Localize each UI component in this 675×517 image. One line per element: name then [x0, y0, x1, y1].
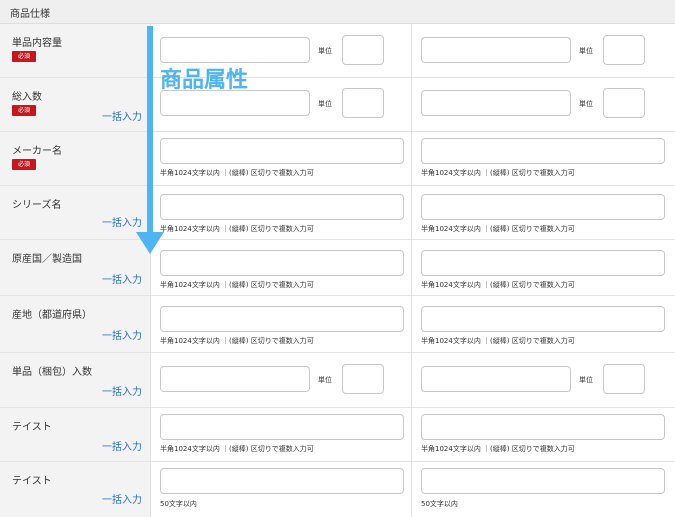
input-hint: 半角1024文字以内 ｜(縦棒) 区切りで複数入力可	[421, 281, 575, 289]
series-name-input-2[interactable]	[421, 194, 665, 220]
prefecture-input-2[interactable]	[421, 306, 665, 332]
spec-row-taste-1: テイスト 一括入力 半角1024文字以内 ｜(縦棒) 区切りで複数入力可 半角1…	[0, 408, 675, 462]
required-badge: 必須	[12, 159, 36, 170]
pack-quantity-unit-input-2[interactable]	[603, 364, 645, 394]
total-quantity-unit-input-1[interactable]	[342, 88, 384, 118]
unit-label: 単位	[318, 100, 332, 108]
input-hint: 50文字以内	[421, 500, 458, 508]
down-arrow-shaft	[147, 26, 153, 234]
taste-input-1[interactable]	[160, 414, 404, 440]
section-header: 商品仕様	[0, 0, 675, 24]
bulk-input-link[interactable]: 一括入力	[102, 218, 142, 229]
row-label: テイスト	[12, 476, 52, 487]
spec-row-country-of-origin: 原産国／製造国 一括入力 半角1024文字以内 ｜(縦棒) 区切りで複数入力可 …	[0, 240, 675, 296]
country-of-origin-input-1[interactable]	[160, 250, 404, 276]
total-quantity-value-input-1[interactable]	[160, 90, 310, 116]
unit-label: 単位	[318, 47, 332, 55]
input-hint: 半角1024文字以内 ｜(縦棒) 区切りで複数入力可	[160, 445, 314, 453]
row-label: 単品（梱包）入数	[12, 367, 92, 378]
row-label-cell: シリーズ名 一括入力	[0, 186, 151, 239]
maker-name-input-1[interactable]	[160, 138, 404, 164]
column-divider	[411, 240, 412, 295]
input-hint: 半角1024文字以内 ｜(縦棒) 区切りで複数入力可	[160, 281, 314, 289]
maker-name-input-2[interactable]	[421, 138, 665, 164]
row-label: シリーズ名	[12, 200, 62, 211]
row-label: 総入数	[12, 92, 42, 103]
unit-label: 単位	[579, 100, 593, 108]
column-divider	[411, 462, 412, 517]
product-attributes-annotation: 商品属性	[160, 68, 249, 93]
pack-quantity-value-input-2[interactable]	[421, 366, 571, 392]
required-badge: 必須	[12, 105, 36, 116]
row-label: 原産国／製造国	[12, 254, 82, 265]
bulk-input-link[interactable]: 一括入力	[102, 387, 142, 398]
unit-content-value-input-1[interactable]	[160, 37, 310, 63]
taste-input-2[interactable]	[421, 414, 665, 440]
input-hint: 半角1024文字以内 ｜(縦棒) 区切りで複数入力可	[160, 337, 314, 345]
bulk-input-link[interactable]: 一括入力	[102, 495, 142, 506]
prefecture-input-1[interactable]	[160, 306, 404, 332]
unit-label: 単位	[579, 47, 593, 55]
series-name-input-1[interactable]	[160, 194, 404, 220]
spec-row-pack-quantity: 単品（梱包）入数 一括入力 単位 単位	[0, 353, 675, 408]
total-quantity-unit-input-2[interactable]	[603, 88, 645, 118]
unit-content-unit-input-1[interactable]	[342, 35, 384, 65]
column-divider	[411, 132, 412, 185]
required-badge: 必須	[12, 51, 36, 62]
country-of-origin-input-2[interactable]	[421, 250, 665, 276]
column-divider	[411, 186, 412, 239]
spec-row-prefecture: 産地（都道府県） 一括入力 半角1024文字以内 ｜(縦棒) 区切りで複数入力可…	[0, 296, 675, 353]
row-label-cell: 単品（梱包）入数 一括入力	[0, 353, 151, 407]
total-quantity-value-input-2[interactable]	[421, 90, 571, 116]
row-label-cell: テイスト 一括入力	[0, 408, 151, 461]
input-hint: 半角1024文字以内 ｜(縦棒) 区切りで複数入力可	[421, 337, 575, 345]
spec-row-maker-name: メーカー名 必須 半角1024文字以内 ｜(縦棒) 区切りで複数入力可 半角10…	[0, 132, 675, 186]
column-divider	[411, 408, 412, 461]
spec-row-series-name: シリーズ名 一括入力 半角1024文字以内 ｜(縦棒) 区切りで複数入力可 半角…	[0, 186, 675, 240]
column-divider	[411, 296, 412, 352]
bulk-input-link[interactable]: 一括入力	[102, 112, 142, 123]
input-hint: 半角1024文字以内 ｜(縦棒) 区切りで複数入力可	[421, 445, 575, 453]
row-label-cell: テイスト 一括入力	[0, 462, 151, 517]
pack-quantity-unit-input-1[interactable]	[342, 364, 384, 394]
bulk-input-link[interactable]: 一括入力	[102, 331, 142, 342]
spec-row-unit-content: 単品内容量 必須 単位 単位	[0, 24, 675, 78]
row-label-cell: メーカー名 必須	[0, 132, 151, 185]
section-title: 商品仕様	[10, 9, 50, 20]
taste-short-input-1[interactable]	[160, 468, 404, 494]
input-hint: 半角1024文字以内 ｜(縦棒) 区切りで複数入力可	[421, 169, 575, 177]
taste-short-input-2[interactable]	[421, 468, 665, 494]
input-hint: 半角1024文字以内 ｜(縦棒) 区切りで複数入力可	[421, 225, 575, 233]
column-divider	[411, 353, 412, 407]
unit-content-unit-input-2[interactable]	[603, 35, 645, 65]
column-divider	[411, 78, 412, 131]
row-label-cell: 総入数 必須 一括入力	[0, 78, 151, 131]
unit-label: 単位	[318, 376, 332, 384]
unit-content-value-input-2[interactable]	[421, 37, 571, 63]
row-label: 産地（都道府県）	[12, 310, 92, 321]
row-label: メーカー名	[12, 146, 62, 157]
spec-row-total-quantity: 総入数 必須 一括入力 単位 単位	[0, 78, 675, 132]
input-hint: 半角1024文字以内 ｜(縦棒) 区切りで複数入力可	[160, 169, 314, 177]
unit-label: 単位	[579, 376, 593, 384]
row-label-cell: 産地（都道府県） 一括入力	[0, 296, 151, 352]
row-label: 単品内容量	[12, 38, 62, 49]
input-hint: 半角1024文字以内 ｜(縦棒) 区切りで複数入力可	[160, 225, 314, 233]
down-arrow-icon	[136, 232, 164, 254]
spec-row-taste-2: テイスト 一括入力 50文字以内 50文字以内	[0, 462, 675, 517]
bulk-input-link[interactable]: 一括入力	[102, 275, 142, 286]
column-divider	[411, 24, 412, 77]
pack-quantity-value-input-1[interactable]	[160, 366, 310, 392]
row-label-cell: 単品内容量 必須	[0, 24, 151, 77]
row-label: テイスト	[12, 422, 52, 433]
row-label-cell: 原産国／製造国 一括入力	[0, 240, 151, 295]
bulk-input-link[interactable]: 一括入力	[102, 442, 142, 453]
input-hint: 50文字以内	[160, 500, 197, 508]
